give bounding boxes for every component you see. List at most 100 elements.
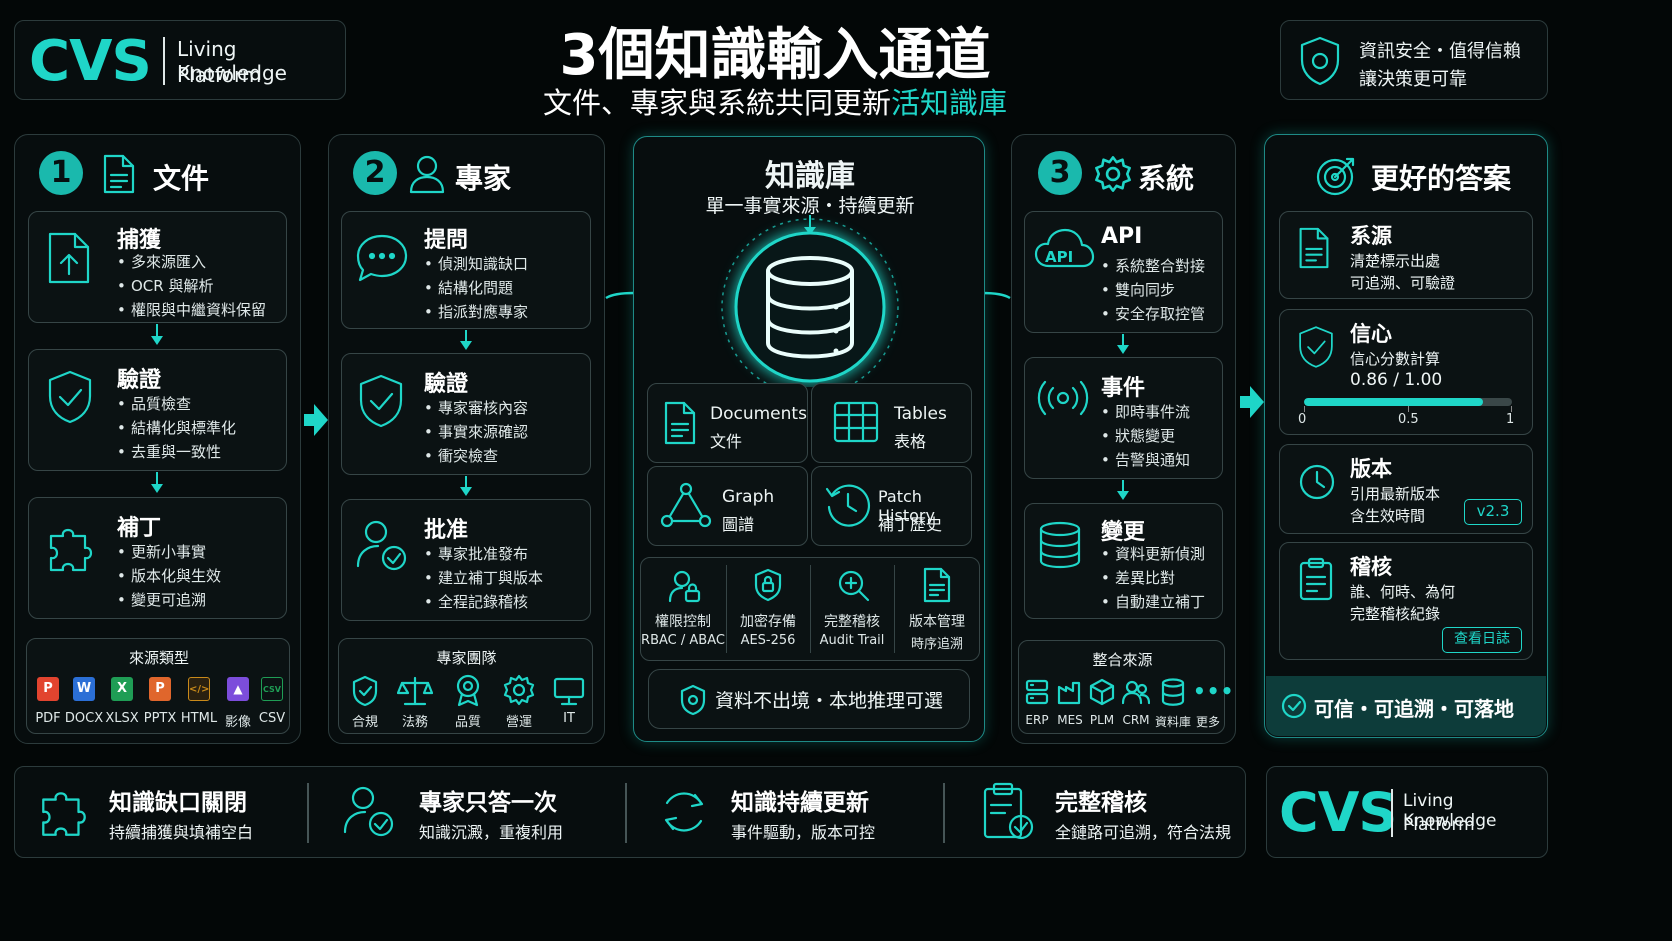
benefit-sub: 持續捕獲與填補空白 [109,823,254,842]
database-icon [1039,521,1081,569]
gear-icon [1095,156,1131,192]
flow-arrow [460,341,472,350]
bullet: 自動建立補丁 [1101,590,1205,614]
confidence-tick-label: 1 [1506,412,1515,427]
arrow-right-icon [304,404,328,436]
bullet: 變更可追溯 [117,588,221,612]
shield-check-icon [48,370,92,424]
source-label: 影像 [224,715,251,730]
kb-feature-sub: AES-256 [740,633,796,648]
view-log-button[interactable]: 查看日誌 [1442,627,1522,653]
security-box: 資訊安全・值得信賴 讓決策更可靠 [1280,20,1548,100]
source-types-title: 來源類型 [128,649,189,667]
integration-label: ERP [1025,713,1049,727]
kb-feature-sub: RBAC / ABAC [641,633,725,648]
answer-card-title: 版本 [1350,457,1392,481]
doc-card-validate: 驗證 品質檢查 結構化與標準化 去重與一致性 [28,349,287,471]
chat-bubble-icon [356,234,408,282]
check-circle-icon [1281,693,1307,719]
kb-type-zh: 補丁歷史 [878,515,943,534]
subtitle-prefix: 文件、專家與系統共同更新 [542,86,891,120]
upload-file-icon [48,232,90,284]
shield-check-icon [359,374,403,428]
flow-line [465,330,467,342]
kb-feature-title: 完整稽核 [824,614,880,630]
expert-card-bullets: 專家批准發布 建立補丁與版本 全程記錄稽核 [424,542,543,614]
html-icon: </> [188,677,210,701]
server-icon [1025,679,1049,705]
benefit-title: 知識持續更新 [731,790,869,816]
bullet: 差異比對 [1101,566,1205,590]
bullet: 安全存取控管 [1101,302,1205,326]
divider [307,783,309,843]
divider [726,565,727,653]
divider [943,783,945,843]
integrations: 整合來源 ••• ERP MES PLM CRM 資料庫 更多 [1018,640,1233,734]
source-label: CSV [258,711,286,726]
bullet: 更新小事實 [117,540,221,564]
integration-label: 資料庫 [1154,715,1191,729]
expert-card-bullets: 專家審核內容 事實來源確認 衝突檢查 [424,396,528,468]
clock-icon [1299,464,1335,500]
table-icon [833,401,879,443]
document-icon [923,567,951,603]
systems-title: 系統 [1138,162,1195,195]
kb-type-zh: 文件 [710,432,743,451]
answer-line: 誰、何時、為何 [1350,583,1456,601]
answers-footer-text: 可信・可追溯・可落地 [1314,697,1514,721]
logo-divider [1391,789,1393,837]
target-icon [1316,157,1355,196]
integration-label: PLM [1089,713,1115,727]
person-check-icon [343,786,394,837]
pptx-icon: P [149,677,171,701]
bullet: 結構化問題 [424,276,528,300]
doc-card-patch: 補丁 更新小事實 版本化與生效 變更可追溯 [28,497,287,619]
history-clock-icon [825,484,871,527]
logo-line2: Platform [1403,815,1475,835]
subtitle-highlight: 活知識庫 [891,86,1008,120]
user-lock-icon [668,570,701,603]
team-label: 營運 [505,715,532,730]
confidence-fill [1304,398,1483,406]
team-label: IT [563,711,575,726]
answer-card-version: 版本 引用最新版本 含生效時間 v2.3 [1279,444,1533,534]
kb-type-documents: Documents 文件 [647,383,808,463]
benefits-bar: 知識缺口關閉 持續捕獲與填補空白 專家只答一次 知識沉澱，重複利用 知識持續更新… [14,766,1246,858]
team-label: 合規 [351,715,378,730]
system-card-api: API API 系統整合對接 雙向同步 安全存取控管 [1024,211,1223,333]
integration-label: MES [1057,713,1083,727]
graph-icon [660,482,712,528]
docx-icon: W [73,677,95,701]
source-label: PDF [35,711,61,726]
bullet: 事實來源確認 [424,420,528,444]
monitor-icon [553,677,585,706]
answer-card-title: 稽核 [1350,555,1392,579]
cloud-api-icon [1034,228,1095,268]
broadcast-icon [1037,380,1089,416]
integrations-title: 整合來源 [1092,651,1153,669]
benefit-title: 知識缺口關閉 [109,790,247,816]
expert-card-title: 驗證 [424,372,469,397]
expert-card-validate: 驗證 專家審核內容 事實來源確認 衝突檢查 [341,353,591,475]
kb-type-en: Patch History [878,487,935,525]
expert-card-ask: 提問 偵測知識缺口 結構化問題 指派對應專家 [341,211,591,329]
systems-number: 3 [1038,151,1082,195]
divider [810,565,811,653]
kb-type-en: Documents [710,404,807,424]
pdf-icon: P [37,677,59,701]
flow-arrow [460,487,472,496]
clipboard-check-icon [983,782,1034,840]
badge-icon [456,674,480,707]
benefit-title: 專家只答一次 [419,790,557,816]
system-card-bullets: 系統整合對接 雙向同步 安全存取控管 [1101,254,1205,326]
doc-card-bullets: 多來源匯入 OCR 與解析 權限與中繼資料保留 [117,250,266,322]
answer-card-confidence: 信心 信心分數計算 0.86 / 1.00 0 0.5 1 [1279,309,1533,435]
doc-card-title: 驗證 [117,368,162,393]
confidence-tick-label: 0 [1298,412,1307,427]
documents-number: 1 [39,151,83,195]
benefit-sub: 知識沉澱，重複利用 [419,823,564,842]
bullet: 資料更新偵測 [1101,542,1205,566]
answer-line: 引用最新版本 [1350,485,1441,503]
kb-type-en: Tables [894,404,947,424]
refresh-cycle-icon [664,792,704,832]
